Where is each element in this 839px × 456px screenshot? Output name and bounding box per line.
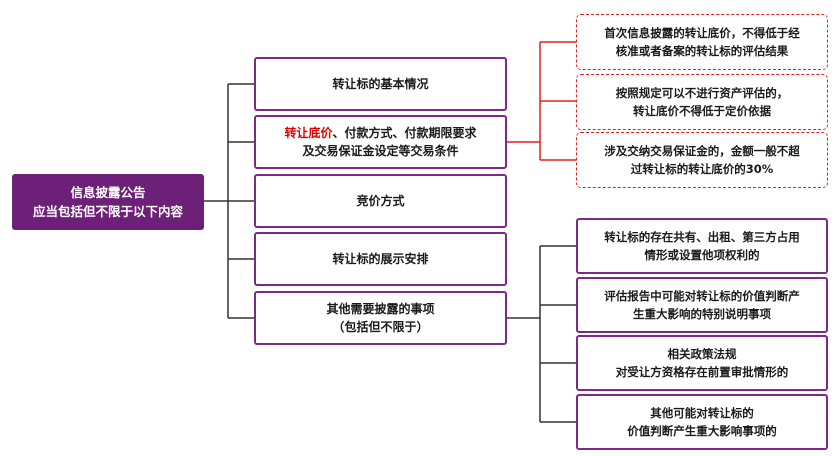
item-basic-info-label: 转让标的基本情况 — [332, 77, 429, 91]
item-display-arrangement: 转让标的展示安排 — [254, 232, 507, 286]
reserve-price-highlight: 转让底价 — [284, 126, 333, 140]
other-item-1-line-1: 转让标的存在共有、出租、第三方占用 — [604, 230, 800, 244]
price-connectors — [507, 41, 576, 161]
price-note-3: 涉及交纳交易保证金的，金额一般不超 过转让标的转让底价的30% — [576, 132, 828, 188]
price-note-1-line-2: 核准或者备案的转让标的评估结果 — [615, 44, 789, 58]
item-trade-conditions-line-1: 转让底价、付款方式、付款期限要求 — [284, 124, 476, 142]
item-trade-conditions-line-1-rest: 、付款方式、付款期限要求 — [332, 126, 477, 140]
price-note-2: 按照规定可以不进行资产评估的， 转让底价不得低于定价依据 — [576, 74, 828, 130]
item-trade-conditions: 转让底价、付款方式、付款期限要求 及交易保证金设定等交易条件 — [254, 115, 507, 169]
root-node: 信息披露公告 应当包括但不限于以下内容 — [12, 174, 204, 230]
other-item-2: 评估报告中可能对转让标的价值判断产 生重大影响的特别说明事项 — [576, 277, 828, 333]
item-other-disclosures: 其他需要披露的事项 （包括但不限于） — [254, 291, 507, 345]
item-basic-info: 转让标的基本情况 — [254, 57, 507, 111]
root-line-1: 信息披露公告 — [70, 185, 146, 200]
item-other-disclosures-line-1: 其他需要披露的事项 — [326, 302, 435, 316]
other-item-4-line-2: 价值判断产生重大影响事项的 — [627, 424, 777, 438]
other-item-2-line-2: 生重大影响的特别说明事项 — [633, 307, 771, 321]
item-display-arrangement-label: 转让标的展示安排 — [332, 252, 429, 266]
price-note-1-line-1: 首次信息披露的转让底价，不得低于经 — [604, 26, 800, 40]
item-bidding-method-label: 竞价方式 — [356, 194, 405, 208]
other-connectors — [507, 245, 576, 423]
other-item-1-line-2: 情形或设置他项权利的 — [644, 248, 760, 262]
price-note-2-line-1: 按照规定可以不进行资产评估的， — [615, 86, 789, 100]
item-bidding-method: 竞价方式 — [254, 174, 507, 228]
other-item-2-line-1: 评估报告中可能对转让标的价值判断产 — [604, 289, 800, 303]
price-note-1: 首次信息披露的转让底价，不得低于经 核准或者备案的转让标的评估结果 — [576, 14, 828, 70]
root-connectors — [204, 83, 254, 319]
price-note-3-line-1: 涉及交纳交易保证金的，金额一般不超 — [604, 144, 800, 158]
other-item-1: 转让标的存在共有、出租、第三方占用 情形或设置他项权利的 — [576, 218, 828, 274]
item-trade-conditions-line-2: 及交易保证金设定等交易条件 — [302, 144, 459, 158]
other-item-4: 其他可能对转让标的 价值判断产生重大影响事项的 — [576, 394, 828, 450]
item-other-disclosures-line-2: （包括但不限于） — [332, 320, 429, 334]
root-line-2: 应当包括但不限于以下内容 — [32, 204, 183, 219]
other-item-3-line-2: 对受让方资格存在前置审批情形的 — [615, 365, 789, 379]
price-note-3-line-2: 过转让标的转让底价的30% — [630, 162, 774, 176]
price-note-2-line-2: 转让底价不得低于定价依据 — [633, 104, 771, 118]
other-item-4-line-1: 其他可能对转让标的 — [650, 406, 754, 420]
other-item-3: 相关政策法规 对受让方资格存在前置审批情形的 — [576, 335, 828, 391]
other-item-3-line-1: 相关政策法规 — [667, 347, 737, 361]
